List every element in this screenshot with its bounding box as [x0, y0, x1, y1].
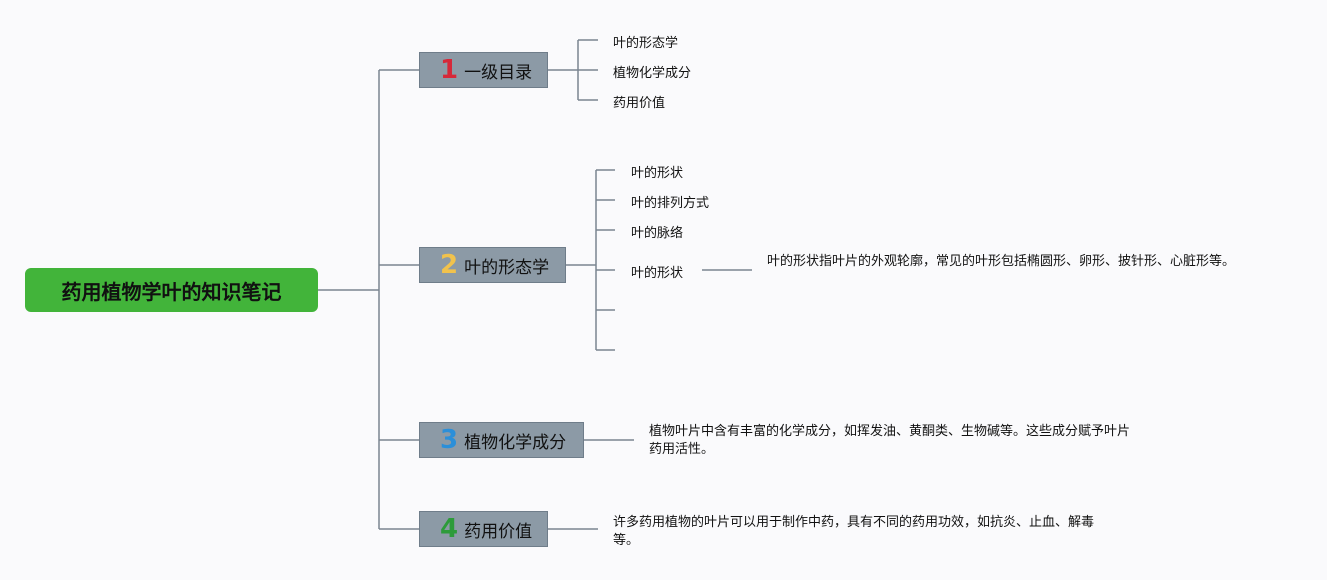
morphology-item[interactable]: 叶的脉络: [631, 226, 684, 241]
number-badge-2: 2: [440, 250, 459, 280]
topic-medicinal-value[interactable]: 4 药用价值: [419, 511, 548, 547]
leaf-shape-description[interactable]: 叶的形状指叶片的外观轮廓，常见的叶形包括椭圆形、卵形、披针形、心脏形等。: [767, 254, 1236, 269]
topic-label: 一级目录: [464, 62, 533, 83]
central-topic[interactable]: 药用植物学叶的知识笔记: [25, 268, 318, 312]
topic-leaf-morphology[interactable]: 2 叶的形态学: [419, 247, 566, 283]
topic-phytochemistry[interactable]: 3 植物化学成分: [419, 422, 584, 458]
toc-item[interactable]: 叶的形态学: [613, 36, 679, 51]
topic-toc[interactable]: 1 一级目录: [419, 52, 548, 88]
morphology-item[interactable]: 叶的形状: [631, 166, 684, 181]
number-badge-4: 4: [440, 514, 459, 544]
number-badge-1: 1: [440, 55, 459, 85]
morphology-item[interactable]: 叶的形状: [631, 266, 684, 281]
topic-label: 药用价值: [464, 521, 533, 542]
topic-label: 叶的形态学: [464, 257, 550, 278]
toc-item[interactable]: 植物化学成分: [613, 66, 692, 81]
central-topic-label: 药用植物学叶的知识笔记: [61, 279, 282, 304]
medicinal-value-description[interactable]: 许多药用植物的叶片可以用于制作中药，具有不同的药用功效，如抗炎、止血、解毒等。: [613, 515, 1095, 548]
topic-label: 植物化学成分: [464, 432, 567, 453]
morphology-item[interactable]: 叶的排列方式: [631, 196, 710, 211]
toc-item[interactable]: 药用价值: [613, 96, 666, 111]
number-badge-3: 3: [440, 425, 459, 455]
phytochemistry-description[interactable]: 植物叶片中含有丰富的化学成分，如挥发油、黄酮类、生物碱等。这些成分赋予叶片药用活…: [649, 424, 1131, 457]
